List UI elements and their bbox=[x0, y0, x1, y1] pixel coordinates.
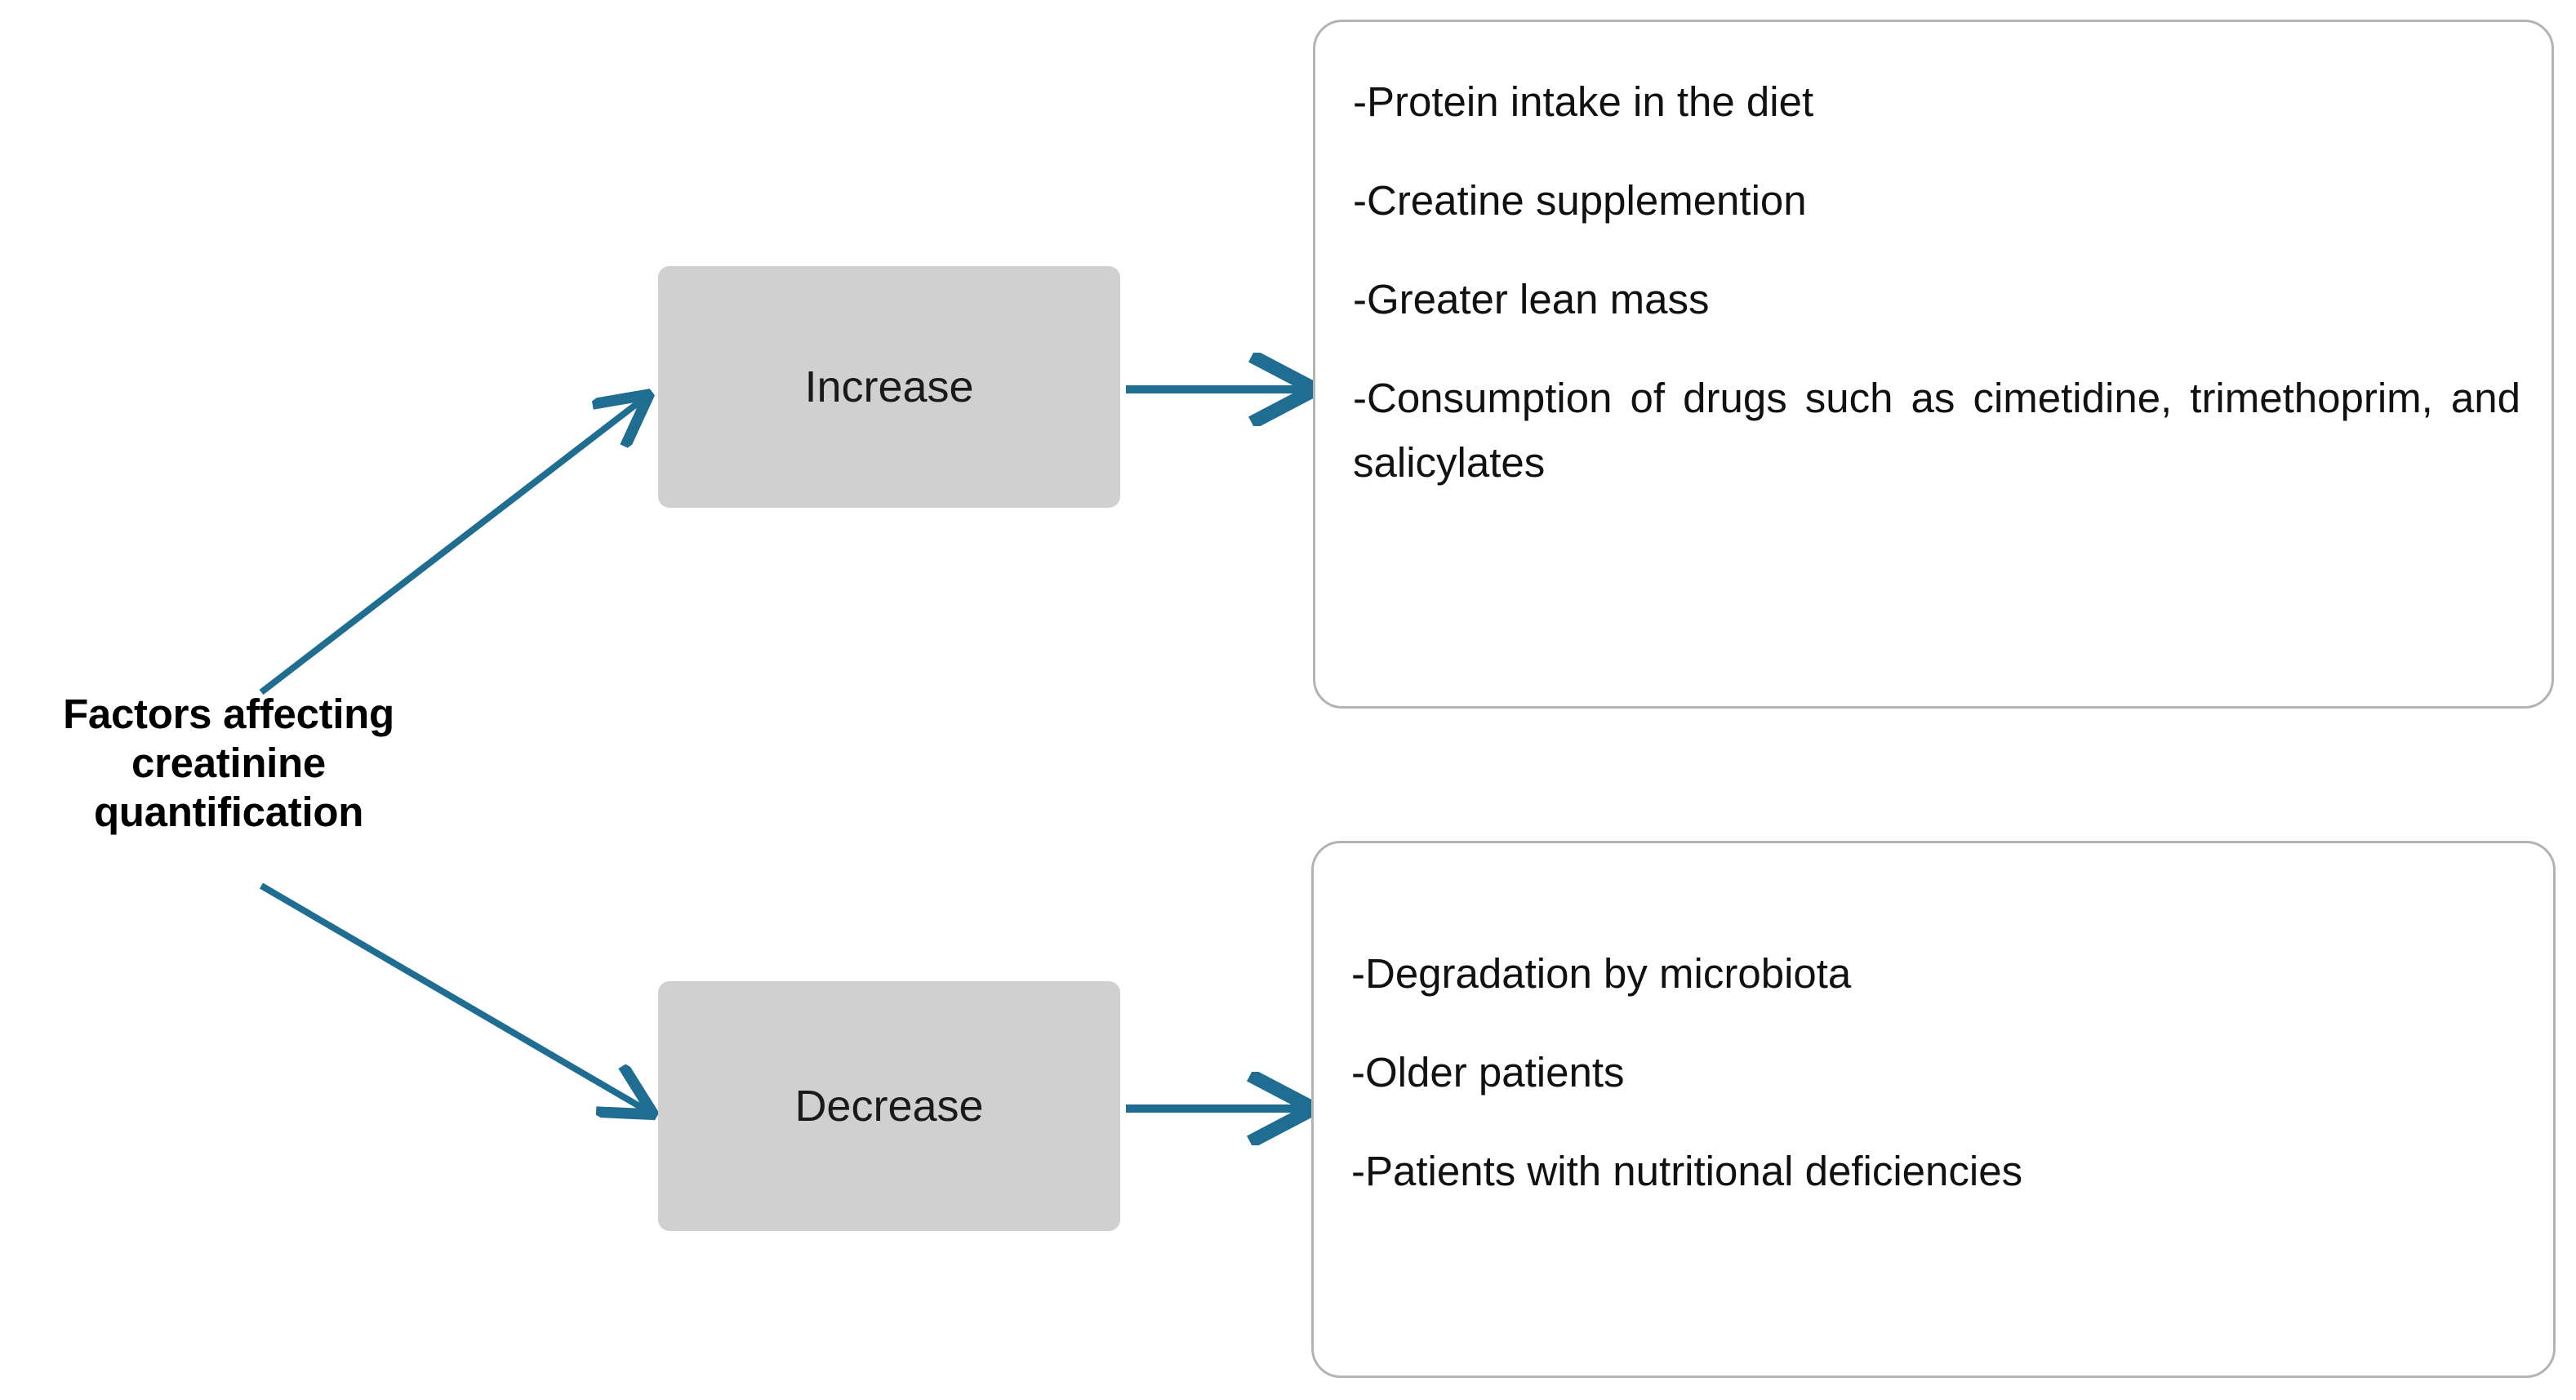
decrease-card: -Degradation by microbiota -Older patien… bbox=[1311, 841, 2556, 1378]
list-item: -Greater lean mass bbox=[1353, 276, 1710, 323]
list-item: -Older patients bbox=[1351, 1049, 1625, 1096]
list-item: -Patients with nutritional deficiencies bbox=[1351, 1148, 2023, 1195]
list-item: -Protein intake in the diet bbox=[1353, 78, 1814, 125]
arrow-root-to-decrease bbox=[259, 882, 649, 1112]
root-node-line-2: creatinine bbox=[131, 740, 326, 787]
increase-box: Increase bbox=[658, 266, 1120, 508]
increase-card: -Protein intake in the diet -Creatine su… bbox=[1313, 20, 2554, 709]
increase-box-label: Increase bbox=[804, 362, 974, 411]
root-node-line-3: quantification bbox=[93, 789, 364, 836]
list-item: -Consumption of drugs such as cimetidine… bbox=[1353, 375, 2520, 487]
list-item: -Creatine supplemention bbox=[1353, 177, 1807, 224]
root-node-line-1: Factors affecting bbox=[63, 691, 394, 737]
decrease-box: Decrease bbox=[658, 981, 1120, 1231]
increase-card-list: -Protein intake in the diet -Creatine su… bbox=[1315, 69, 2552, 495]
root-node: Factors affecting creatinine quantificat… bbox=[16, 690, 441, 838]
decrease-box-label: Decrease bbox=[794, 1082, 984, 1131]
arrow-root-to-increase bbox=[259, 398, 645, 696]
decrease-card-list: -Degradation by microbiota -Older patien… bbox=[1314, 941, 2553, 1203]
list-item: -Degradation by microbiota bbox=[1351, 950, 1852, 997]
